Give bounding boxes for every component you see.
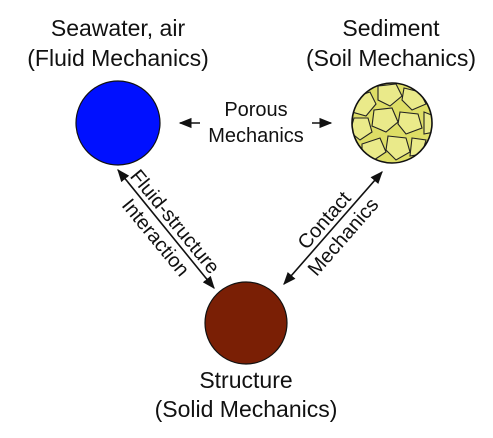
porous-label-line2: Mechanics [208, 125, 304, 147]
structure-node-circle [204, 281, 288, 365]
porous-label-bg [200, 99, 312, 149]
sediment-grain [352, 117, 373, 141]
fluid-subtitle: (Fluid Mechanics) [27, 45, 209, 71]
sediment-grain [377, 83, 403, 107]
sediment-grain [385, 135, 411, 161]
porous-label-line1: Porous [224, 99, 287, 121]
sediment-subtitle: (Soil Mechanics) [306, 45, 476, 71]
fluid-title: Seawater, air [51, 15, 186, 41]
contact-arrow [283, 171, 383, 285]
fluid-node-circle [75, 80, 161, 166]
sediment-grain [397, 111, 423, 135]
sediment-grain [371, 107, 399, 133]
sediment-title: Sediment [342, 15, 440, 41]
structure-subtitle: (Solid Mechanics) [155, 396, 338, 422]
fsi-arrow [117, 169, 215, 289]
structure-title: Structure [199, 367, 292, 393]
sediment-node-circle [351, 82, 433, 164]
